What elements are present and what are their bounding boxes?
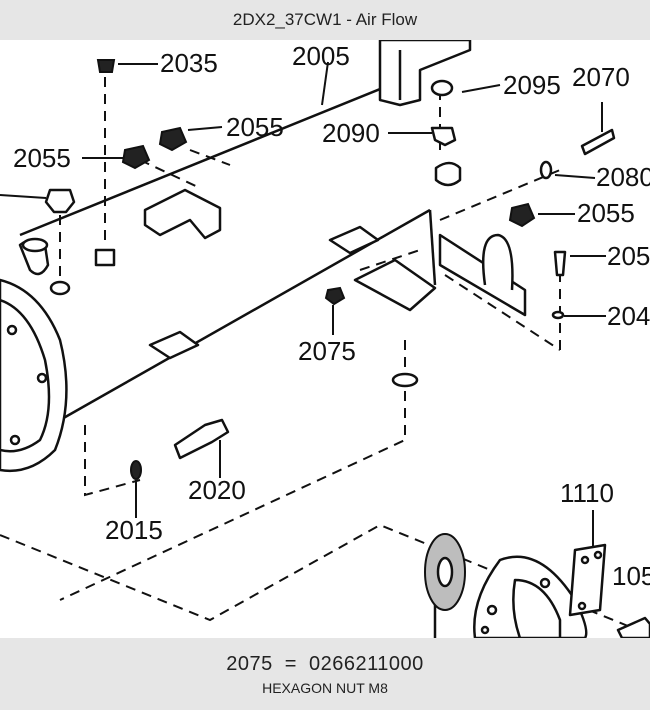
title-bar: 2DX2_37CW1 - Air Flow <box>0 0 650 40</box>
bolt-105x[interactable] <box>616 616 650 638</box>
exploded-parts-diagram[interactable]: 2035 2005 2095 2070 2055 2090 2055 2080 … <box>0 40 650 638</box>
part-labels: 2035 2005 2095 2070 2055 2090 2055 2080 … <box>13 41 650 591</box>
label-2055-c[interactable]: 2055 <box>577 198 635 228</box>
label-204x[interactable]: 204 <box>607 301 650 331</box>
label-2080[interactable]: 2080 <box>596 162 650 192</box>
label-2055-a[interactable]: 2055 <box>226 112 284 142</box>
nut-2075[interactable] <box>324 286 346 306</box>
washer-2095[interactable] <box>430 79 454 97</box>
bolt-205x[interactable] <box>553 250 567 277</box>
bushing-2035[interactable] <box>94 248 116 267</box>
catalog-number: 0266211000 <box>309 652 424 675</box>
upper-bracket[interactable] <box>378 40 472 107</box>
diagram-svg: 2035 2005 2095 2070 2055 2090 2055 2080 … <box>0 40 650 638</box>
saddle-bracket[interactable] <box>143 188 222 240</box>
cover-plate-1110[interactable] <box>568 543 607 617</box>
label-2020[interactable]: 2020 <box>188 475 246 505</box>
part-description: HEXAGON NUT M8 <box>262 679 388 696</box>
gearbox-housing[interactable] <box>0 237 68 473</box>
label-205x[interactable]: 205 <box>607 241 650 271</box>
equals-sign: = <box>284 652 297 675</box>
label-2095[interactable]: 2095 <box>503 70 561 100</box>
label-2070[interactable]: 2070 <box>572 62 630 92</box>
small-plate-lower[interactable] <box>148 330 200 360</box>
selected-part-number: 2075 <box>226 652 273 675</box>
nut-left[interactable] <box>44 188 76 214</box>
label-2035[interactable]: 2035 <box>160 48 218 78</box>
washer-left[interactable] <box>49 280 71 296</box>
label-1110[interactable]: 1110 <box>560 478 614 508</box>
washer-lower[interactable] <box>391 372 419 388</box>
nut-2055-a[interactable] <box>158 126 188 152</box>
sleeve[interactable] <box>434 161 462 187</box>
label-2075[interactable]: 2075 <box>298 336 356 366</box>
bolt-2070[interactable] <box>580 128 616 156</box>
label-105x[interactable]: 105 <box>612 561 650 591</box>
leader-lines <box>0 61 606 548</box>
nut-2090[interactable] <box>430 126 457 147</box>
hub-assembly[interactable] <box>424 533 650 638</box>
bolt-2020[interactable] <box>173 418 230 460</box>
small-plate-upper[interactable] <box>328 225 380 255</box>
label-2055-b[interactable]: 2055 <box>13 143 71 173</box>
diagram-title: 2DX2_37CW1 - Air Flow <box>232 10 418 29</box>
washer-204x[interactable] <box>551 310 565 320</box>
washer-2015[interactable] <box>130 460 142 480</box>
label-2005[interactable]: 2005 <box>292 41 350 71</box>
nut-2055-c[interactable] <box>508 202 536 228</box>
part-2035[interactable] <box>96 59 116 73</box>
part-number-line: 2075 = 0266211000 <box>226 653 424 676</box>
washer-2080[interactable] <box>539 160 553 180</box>
mounting-bracket[interactable] <box>353 233 527 317</box>
label-2015[interactable]: 2015 <box>105 515 163 545</box>
nut-2055-b[interactable] <box>121 144 151 170</box>
small-parts[interactable] <box>44 59 616 480</box>
label-2090[interactable]: 2090 <box>322 118 380 148</box>
part-info-bar: 2075 = 0266211000 HEXAGON NUT M8 <box>0 638 650 710</box>
